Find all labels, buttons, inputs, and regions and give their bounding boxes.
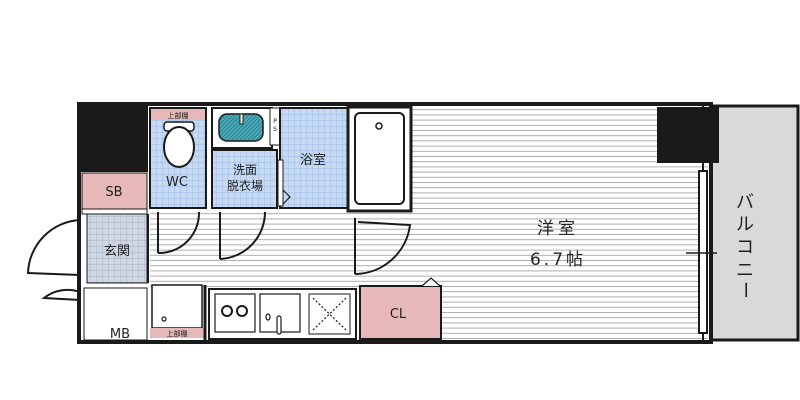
pipe-space-label-p: P — [273, 118, 277, 125]
balcony-label-char: ニ — [736, 260, 754, 281]
bathtub-icon — [354, 112, 405, 205]
balcony-window[interactable] — [698, 170, 708, 334]
closet-door-icon — [421, 277, 441, 287]
washroom-label-line2: 脱衣場 — [227, 178, 263, 193]
washroom-door[interactable] — [219, 211, 267, 260]
balcony-label: バ ル コ ニ ー — [734, 192, 755, 299]
structural-column-left — [80, 105, 148, 172]
refrigerator-space — [151, 284, 203, 329]
faucet-icon — [276, 315, 282, 335]
wc-shelf-label: 上部棚 — [168, 111, 189, 120]
washroom — [211, 149, 278, 209]
entrance-label: 玄関 — [104, 244, 130, 259]
pipe-space-label-s: S — [273, 126, 277, 133]
outlet-icon — [161, 316, 167, 322]
balcony-label-char: バ — [736, 192, 754, 213]
closet-label: CL — [390, 307, 407, 322]
burner-icon — [221, 305, 233, 317]
structural-column-right — [657, 107, 719, 163]
burner-icon — [236, 305, 248, 317]
range-hood-space — [308, 293, 351, 335]
meter-box-label: MB — [110, 327, 130, 342]
kitchen-shelf — [150, 328, 204, 338]
wc-shelf — [151, 109, 205, 120]
bathroom — [279, 107, 349, 209]
meter-box-door[interactable] — [41, 288, 81, 336]
western-room-label: 洋室 — [537, 219, 579, 239]
balcony-area — [708, 104, 800, 342]
faucet-icon — [239, 113, 244, 125]
balcony-label-char: ー — [734, 281, 755, 299]
kitchen-shelf-label: 上部棚 — [167, 329, 188, 338]
room-door[interactable] — [354, 218, 412, 275]
balcony-label-char: ル — [736, 214, 754, 235]
room-size-label: 6.7帖 — [530, 250, 586, 270]
door-arrow-icon — [282, 189, 291, 205]
kitchen-sink-icon — [259, 293, 301, 333]
wc-label: WC — [166, 175, 188, 190]
toilet-icon — [163, 126, 195, 168]
hallway-floor — [150, 211, 412, 288]
bathroom-door[interactable] — [277, 159, 284, 207]
entrance-door[interactable] — [26, 219, 81, 276]
shoe-box-doors — [81, 208, 148, 215]
meter-box[interactable] — [83, 287, 148, 341]
drain-icon — [265, 313, 271, 321]
wc-door[interactable] — [157, 211, 201, 255]
shoe-box-label: SB — [105, 185, 122, 200]
balcony-label-char: コ — [736, 237, 754, 258]
closet[interactable] — [359, 285, 442, 340]
bathroom-label: 浴室 — [300, 152, 326, 168]
stove-icon — [214, 293, 256, 333]
washroom-label-line1: 洗面 — [233, 163, 257, 177]
drain-icon — [375, 122, 383, 130]
